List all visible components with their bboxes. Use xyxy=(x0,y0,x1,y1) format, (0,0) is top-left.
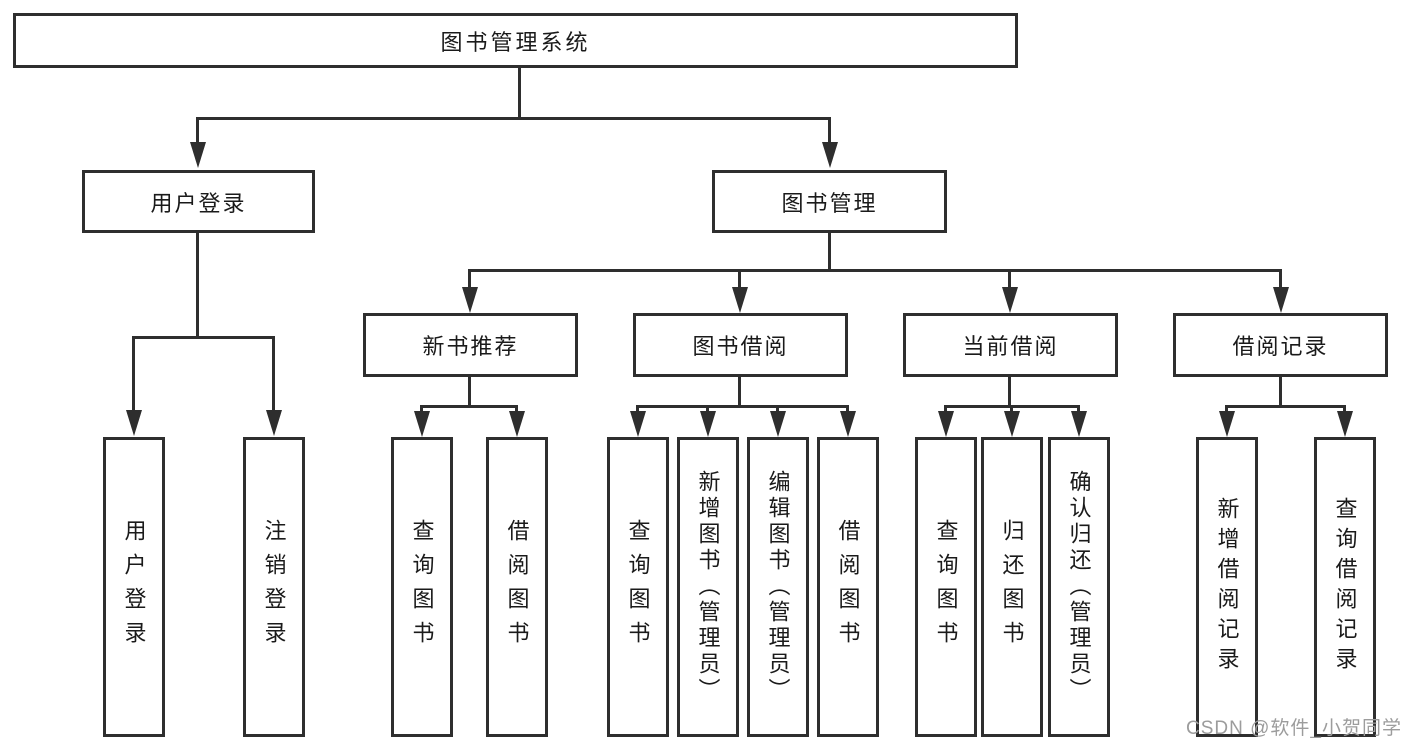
connector-line xyxy=(515,405,518,414)
node-borrowing-records: 借阅记录 xyxy=(1173,313,1388,377)
connector-line xyxy=(1008,269,1011,290)
node-book-management: 图书管理 xyxy=(712,170,947,233)
leaf-label: 注销登录 xyxy=(261,519,287,655)
connector-line xyxy=(420,405,423,414)
arrow-down-icon xyxy=(266,410,282,436)
leaf-logout: 注销登录 xyxy=(243,437,305,737)
arrow-down-icon xyxy=(770,411,786,437)
node-new-book-recommendation: 新书推荐 xyxy=(363,313,578,377)
connector-line xyxy=(738,269,741,290)
leaf-label: 确认归还（管理员） xyxy=(1066,470,1092,704)
leaf-query-borrow-record: 查询借阅记录 xyxy=(1314,437,1376,737)
arrow-down-icon xyxy=(822,142,838,168)
connector-line xyxy=(637,405,849,408)
connector-line xyxy=(132,336,275,339)
leaf-query-books: 查询图书 xyxy=(391,437,453,737)
connector-line xyxy=(846,405,849,414)
node-user-login: 用户登录 xyxy=(82,170,315,233)
node-current-borrowing: 当前借阅 xyxy=(903,313,1118,377)
arrow-down-icon xyxy=(700,411,716,437)
connector-line xyxy=(1225,405,1228,414)
connector-line xyxy=(1343,405,1346,414)
leaf-borrow-books: 借阅图书 xyxy=(817,437,879,737)
leaf-label: 编辑图书（管理员） xyxy=(765,470,791,704)
connector-line xyxy=(1008,377,1011,407)
leaf-label: 归还图书 xyxy=(999,519,1025,655)
connector-line xyxy=(1279,269,1282,290)
arrow-down-icon xyxy=(1219,411,1235,437)
arrow-down-icon xyxy=(630,411,646,437)
connector-line xyxy=(776,405,779,414)
arrow-down-icon xyxy=(1337,411,1353,437)
connector-line xyxy=(828,117,831,145)
leaf-label: 查询图书 xyxy=(933,519,959,655)
connector-line xyxy=(468,377,471,407)
leaf-label: 用户登录 xyxy=(121,519,147,655)
node-label: 当前借阅 xyxy=(962,334,1059,359)
leaf-add-borrow-record: 新增借阅记录 xyxy=(1196,437,1258,737)
connector-line xyxy=(1279,377,1282,407)
connector-line xyxy=(518,68,521,118)
node-book-borrowing: 图书借阅 xyxy=(633,313,848,377)
connector-line xyxy=(636,405,639,414)
arrow-down-icon xyxy=(190,142,206,168)
connector-line xyxy=(828,233,831,271)
connector-line xyxy=(944,405,947,414)
watermark: CSDN @软件_小贺同学 xyxy=(1186,718,1402,739)
node-library-management-system: 图书管理系统 xyxy=(13,13,1018,68)
connector-line xyxy=(1010,405,1013,414)
leaf-return-books: 归还图书 xyxy=(981,437,1043,737)
leaf-label: 借阅图书 xyxy=(835,519,861,655)
node-label: 借阅记录 xyxy=(1232,334,1329,359)
node-label: 用户登录 xyxy=(150,190,247,216)
node-label: 图书管理 xyxy=(781,190,878,216)
arrow-down-icon xyxy=(840,411,856,437)
leaf-label: 借阅图书 xyxy=(504,519,530,655)
arrow-down-icon xyxy=(462,287,478,313)
connector-line xyxy=(420,405,518,408)
leaf-label: 查询图书 xyxy=(409,519,435,655)
leaf-user-login: 用户登录 xyxy=(103,437,165,737)
node-label: 图书管理系统 xyxy=(440,29,591,55)
connector-line xyxy=(132,336,135,412)
connector-line xyxy=(1225,405,1346,408)
connector-line xyxy=(196,233,199,338)
leaf-borrow-books: 借阅图书 xyxy=(486,437,548,737)
connector-line xyxy=(197,117,831,120)
arrow-down-icon xyxy=(1071,411,1087,437)
connector-line xyxy=(196,117,199,145)
arrow-down-icon xyxy=(1002,287,1018,313)
leaf-add-books-admin: 新增图书（管理员） xyxy=(677,437,739,737)
arrow-down-icon xyxy=(1004,411,1020,437)
connector-line xyxy=(1077,405,1080,414)
leaf-label: 查询图书 xyxy=(625,519,651,655)
connector-line xyxy=(738,377,741,407)
arrow-down-icon xyxy=(1273,287,1289,313)
leaf-confirm-return-admin: 确认归还（管理员） xyxy=(1048,437,1110,737)
leaf-label: 新增图书（管理员） xyxy=(695,470,721,704)
node-label: 图书借阅 xyxy=(692,334,789,359)
leaf-label: 查询借阅记录 xyxy=(1332,497,1358,677)
arrow-down-icon xyxy=(938,411,954,437)
node-label: 新书推荐 xyxy=(422,334,519,359)
arrow-down-icon xyxy=(414,411,430,437)
connector-line xyxy=(706,405,709,414)
arrow-down-icon xyxy=(509,411,525,437)
leaf-label: 新增借阅记录 xyxy=(1214,497,1240,677)
arrow-down-icon xyxy=(732,287,748,313)
arrow-down-icon xyxy=(126,410,142,436)
leaf-query-books: 查询图书 xyxy=(607,437,669,737)
leaf-query-books: 查询图书 xyxy=(915,437,977,737)
connector-line xyxy=(272,336,275,412)
connector-line xyxy=(468,269,1282,272)
connector-line xyxy=(468,269,471,290)
leaf-edit-books-admin: 编辑图书（管理员） xyxy=(747,437,809,737)
